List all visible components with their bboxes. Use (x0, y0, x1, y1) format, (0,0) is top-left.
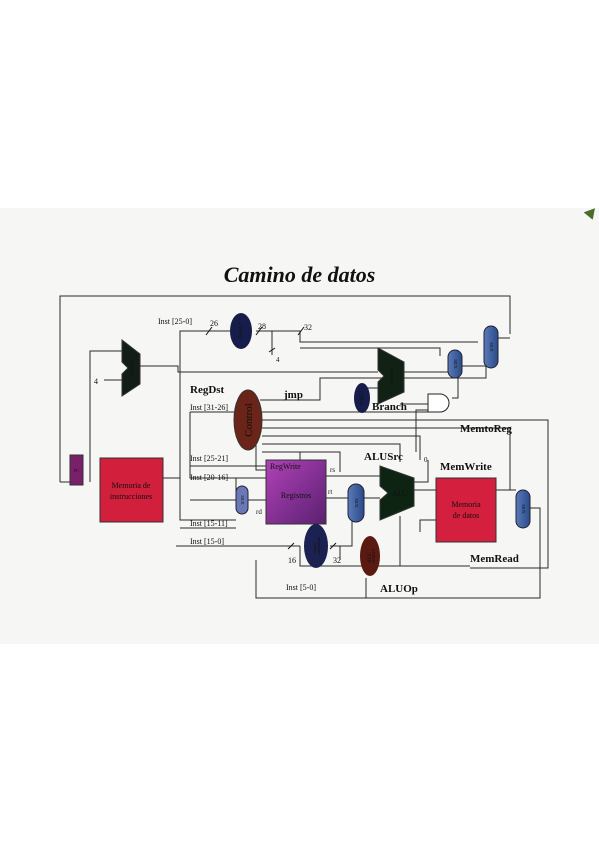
svg-text:MUX: MUX (354, 498, 359, 507)
control-unit: Control (233, 389, 263, 451)
shift-mid-label: despl 2 (360, 390, 365, 405)
instruction-memory: Memoria de instrucciones (99, 457, 164, 523)
svg-text:Inst [25-0]: Inst [25-0] (158, 317, 192, 326)
svg-text:ALU: ALU (368, 552, 373, 563)
signal-labels: RegDst jmp Branch MemtoReg MemWrite ALUS… (190, 384, 519, 595)
bus-labels: Inst [25-0] Inst [31-26] Inst [25-21] In… (94, 317, 428, 592)
svg-text:signo: signo (312, 542, 317, 553)
register-file: RegWrite Registros (265, 459, 327, 525)
registers-label: Registros (281, 491, 311, 500)
shift-top-label: Despl 2 (239, 323, 244, 339)
branch-label: Branch (372, 401, 407, 413)
regdst-label: RegDst (190, 384, 225, 396)
svg-text:rd: rd (256, 508, 262, 516)
svg-text:rs: rs (330, 466, 335, 474)
mux-alusrc: MUX (347, 483, 365, 523)
svg-text:4: 4 (276, 356, 280, 364)
mux-regdst: MUX (235, 485, 249, 515)
alusrc-label: ALUSrc (364, 451, 403, 463)
alu-label: ALU (392, 489, 409, 498)
mux-memtoreg: MUX (515, 489, 531, 529)
svg-text:control: control (372, 548, 377, 563)
alu: ALU (379, 465, 415, 521)
svg-text:Inst [15-0]: Inst [15-0] (190, 537, 224, 546)
aluop-label: ALUOp (380, 583, 418, 595)
data-mem-line1: Memoria (451, 500, 481, 509)
svg-text:0: 0 (424, 456, 428, 464)
svg-text:32: 32 (333, 556, 341, 565)
adder-top-label: Sumador (130, 360, 135, 378)
alu-control: ALU control (360, 536, 380, 576)
diagram-sheet (0, 208, 599, 644)
svg-text:4: 4 (94, 377, 98, 386)
data-memory: Memoria de datos (435, 477, 497, 543)
diagram-title: Camino de datos (223, 262, 376, 287)
data-mem-line2: de datos (453, 511, 479, 520)
shift-left-top: Despl 2 (230, 313, 252, 349)
svg-text:Inst [5-0]: Inst [5-0] (286, 583, 316, 592)
adder-mid: Sumador (377, 347, 405, 405)
svg-text:28: 28 (258, 322, 266, 331)
adder-mid-label: Sumador (390, 367, 395, 385)
regwrite-inner-label: RegWrite (270, 462, 301, 471)
svg-text:32: 32 (304, 323, 312, 332)
svg-text:MUX: MUX (521, 504, 526, 513)
svg-text:Inst [15-11]: Inst [15-11] (190, 519, 228, 528)
mux-branch: MUX (447, 349, 463, 379)
pc-register: PC (69, 454, 84, 486)
svg-text:Inst [31-26]: Inst [31-26] (190, 403, 228, 412)
adder-top: Sumador (121, 338, 141, 397)
control-label: Control (243, 403, 255, 437)
svg-text:MUX: MUX (240, 495, 245, 504)
sign-extend: signo extendido (304, 524, 328, 568)
svg-text:rt: rt (328, 488, 332, 496)
pc-label: PC (74, 468, 79, 473)
svg-text:MUX: MUX (489, 342, 494, 351)
svg-text:16: 16 (288, 556, 296, 565)
bus-ticks (205, 326, 337, 550)
svg-text:MUX: MUX (453, 359, 458, 368)
svg-text:extendido: extendido (316, 536, 321, 554)
instr-mem-line2: instrucciones (110, 492, 152, 501)
memread-label: MemRead (470, 553, 519, 565)
svg-text:Inst [25-21]: Inst [25-21] (190, 454, 228, 463)
svg-text:Inst [20-16]: Inst [20-16] (190, 473, 228, 482)
instr-mem-line1: Memoria de (112, 481, 151, 490)
jmp-label: jmp (283, 389, 303, 401)
mux-jump: MUX (483, 325, 499, 369)
and-gate (427, 393, 450, 413)
memtoreg-label: MemtoReg (460, 423, 512, 435)
memwrite-label: MemWrite (440, 461, 492, 473)
shift-left-mid: despl 2 (354, 383, 370, 413)
svg-text:26: 26 (210, 319, 218, 328)
